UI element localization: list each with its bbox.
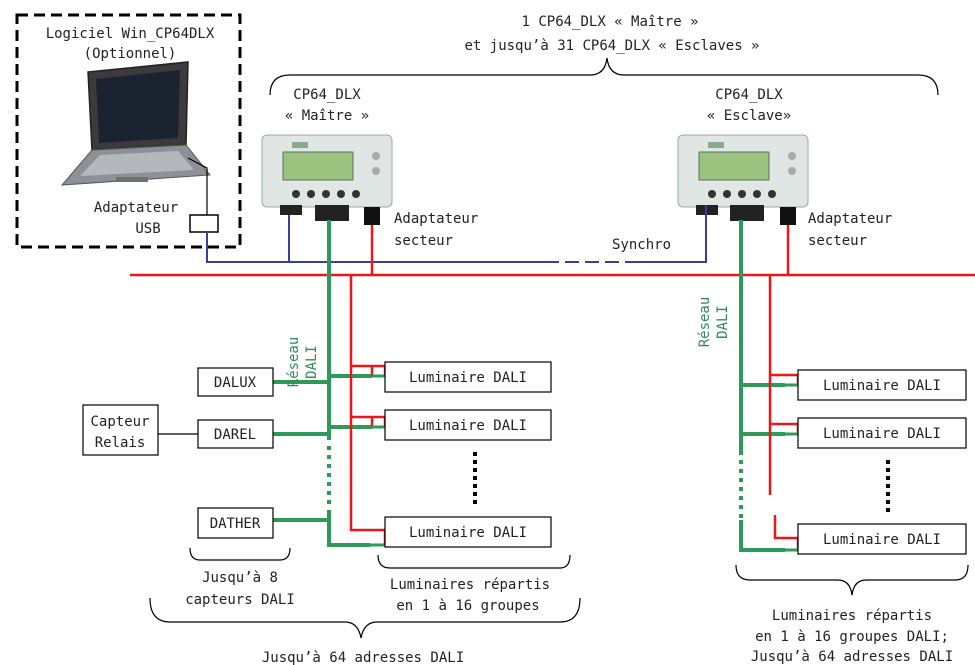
header-line1: 1 CP64_DLX « Maître » xyxy=(521,14,698,30)
master-luminaire-power xyxy=(349,275,387,545)
master-total-caption: Jusqu’à 64 adresses DALI xyxy=(262,650,464,665)
laptop-icon xyxy=(60,61,211,186)
synchro-line xyxy=(206,205,707,263)
sensor-dather-label: DATHER xyxy=(210,516,261,532)
relay-sensor-label-1: Capteur xyxy=(90,414,149,430)
slave-luminaire-brace xyxy=(735,564,969,596)
software-box xyxy=(15,13,242,249)
software-title: Logiciel Win_CP64DLX xyxy=(46,26,215,42)
sensor-darel: DAREL xyxy=(197,419,274,449)
software-optional: (Optionnel) xyxy=(84,46,177,62)
slave-luminaire-2: Luminaire DALI xyxy=(797,417,967,449)
master-title: CP64_DLX xyxy=(293,87,361,103)
header-brace xyxy=(269,57,939,96)
slave-luminaire-1-label: Luminaire DALI xyxy=(823,378,941,394)
master-luminaire-2: Luminaire DALI xyxy=(384,409,552,441)
sensor-dalux: DALUX xyxy=(197,367,274,397)
master-network-label-1: Réseau xyxy=(286,337,302,388)
header-line2: et jusqu’à 31 CP64_DLX « Esclaves » xyxy=(464,38,759,54)
slave-luminaire-caption-2: en 1 à 16 groupes DALI; xyxy=(755,629,949,645)
sensor-caption-1: Jusqu’à 8 xyxy=(202,570,278,586)
master-total-brace xyxy=(149,597,581,639)
slave-luminaire-2-label: Luminaire DALI xyxy=(823,426,941,442)
slave-luminaire-power xyxy=(768,275,800,550)
master-luminaire-brace xyxy=(377,554,571,569)
usb-adapter-label-2: USB xyxy=(135,221,160,237)
usb-cable xyxy=(187,157,208,215)
slave-power-label-1: Adaptateur xyxy=(808,211,892,227)
relay-sensor-label-2: Relais xyxy=(95,435,146,451)
master-luminaire-3-label: Luminaire DALI xyxy=(409,525,527,541)
master-power-adapter xyxy=(364,207,380,225)
slave-luminaire-3-label: Luminaire DALI xyxy=(823,532,941,548)
master-luminaire-2-label: Luminaire DALI xyxy=(409,418,527,434)
synchro-label: Synchro xyxy=(612,237,671,253)
slave-luminaire-green-taps xyxy=(785,383,798,552)
slave-power-label-2: secteur xyxy=(808,233,867,249)
master-luminaire-caption-1: Luminaires répartis xyxy=(390,577,550,593)
slave-luminaire-1: Luminaire DALI xyxy=(797,369,967,401)
slave-power-adapter xyxy=(780,207,796,225)
master-controller-device xyxy=(261,134,393,221)
master-luminaire-1: Luminaire DALI xyxy=(384,361,552,393)
slave-role: « Esclave» xyxy=(707,108,791,124)
master-luminaire-green-taps xyxy=(370,374,385,547)
sensor-darel-label: DAREL xyxy=(214,427,256,443)
usb-adapter-label-1: Adaptateur xyxy=(94,200,178,216)
sensor-brace xyxy=(189,547,291,561)
master-power-label-2: secteur xyxy=(394,233,453,249)
master-network-label-2: DALI xyxy=(304,345,320,379)
sensor-dather: DATHER xyxy=(197,507,274,539)
slave-luminaire-caption-3: Jusqu’à 64 adresses DALI xyxy=(751,649,953,665)
master-power-label-1: Adaptateur xyxy=(394,211,478,227)
master-role: « Maître » xyxy=(285,108,369,124)
sensor-dalux-label: DALUX xyxy=(214,375,257,391)
master-luminaire-caption-2: en 1 à 16 groupes xyxy=(396,598,539,614)
sensor-caption-2: capteurs DALI xyxy=(185,592,295,608)
slave-luminaire-3: Luminaire DALI xyxy=(797,523,967,555)
relay-sensor: Capteur Relais xyxy=(82,404,159,456)
slave-network-label-1: Réseau xyxy=(697,297,713,348)
master-luminaire-3: Luminaire DALI xyxy=(384,516,552,548)
master-luminaire-1-label: Luminaire DALI xyxy=(409,370,527,386)
slave-network-label-2: DALI xyxy=(715,305,731,339)
usb-adapter xyxy=(189,214,219,233)
slave-title: CP64_DLX xyxy=(715,87,783,103)
slave-dali-bus xyxy=(739,220,785,552)
slave-luminaire-caption-1: Luminaires répartis xyxy=(772,608,932,624)
